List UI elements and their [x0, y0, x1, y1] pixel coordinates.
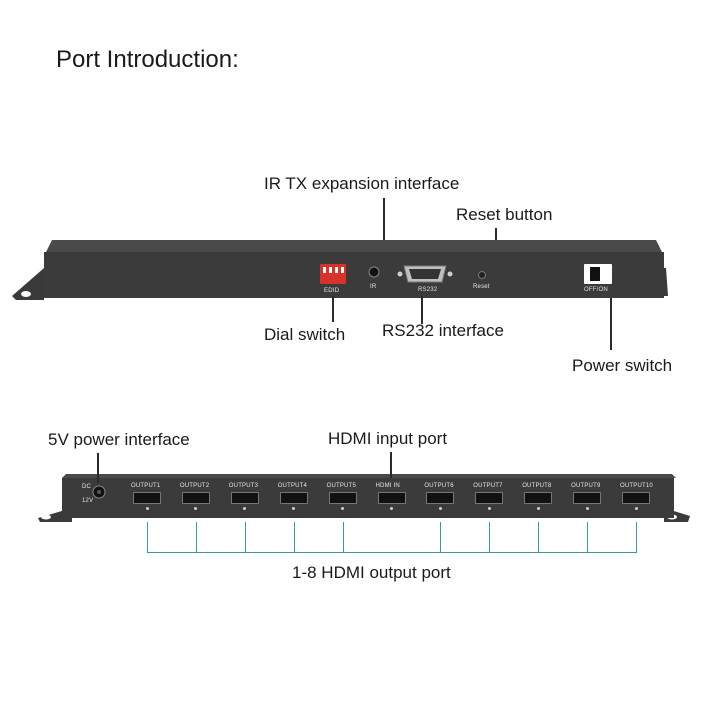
device-top-surface [46, 240, 662, 252]
dc-label: DC [82, 484, 92, 490]
bracket-tick [147, 522, 148, 552]
hdmi-port-icon [622, 492, 650, 504]
left-mounting-ear [12, 268, 44, 300]
reset-button-icon [478, 271, 486, 279]
bracket-tick [489, 522, 490, 552]
hdmi-port-label: OUTPUT1 [131, 483, 161, 489]
dial-switch-pins-icon [323, 267, 344, 273]
hdmi-port-icon [328, 492, 357, 504]
reset-label: Reset [473, 284, 490, 290]
hdmi-port-icon [181, 492, 210, 504]
offon-label: OFF/ON [584, 287, 608, 293]
ir-jack-icon [368, 266, 380, 278]
port-indicator-icon [194, 507, 198, 510]
port-indicator-icon [536, 507, 540, 510]
hdmi-output-callout: 1-8 HDMI output port [292, 563, 451, 582]
bracket-tick [343, 522, 344, 552]
hdmi-port-label: HDMI IN [375, 483, 400, 489]
device-2-front-panel [62, 478, 674, 518]
hdmi-port-label: OUTPUT3 [228, 483, 259, 489]
rs232-callout: RS232 interface [382, 321, 504, 340]
ir-tx-callout: IR TX expansion interface [264, 174, 460, 193]
port-indicator-icon [585, 507, 589, 510]
hdmi-port-label: OUTPUT7 [473, 483, 503, 489]
bracket-baseline [147, 552, 637, 553]
hdmi-port-label: OUTPUT5 [326, 483, 356, 489]
bracket-tick [245, 522, 246, 552]
dial-leader-line [332, 296, 334, 322]
bracket-tick [636, 522, 637, 552]
rs232-leader-line [421, 296, 423, 324]
hdmi-port-label: OUTPUT2 [179, 483, 210, 489]
edid-label: EDID [324, 288, 340, 294]
port-indicator-icon [292, 507, 296, 510]
power-interface-leader-line [97, 453, 99, 483]
dc-voltage-label: 12V [82, 498, 94, 504]
port-indicator-icon [145, 507, 149, 510]
bracket-tick [587, 522, 588, 552]
hdmi-port-label: OUTPUT9 [571, 483, 601, 489]
page-title: Port Introduction: [56, 46, 239, 73]
ir-label: IR [370, 284, 377, 290]
ir-tx-leader-line [383, 198, 385, 240]
reset-leader-line [495, 228, 497, 240]
hdmi-input-callout: HDMI input port [328, 429, 448, 448]
ear-hole-icon [21, 291, 31, 297]
dial-switch-callout: Dial switch [264, 325, 346, 344]
reset-callout: Reset button [456, 205, 553, 224]
port-indicator-icon [634, 507, 638, 510]
hdmi-port-icon [377, 492, 406, 504]
port-indicator-icon [390, 507, 393, 510]
device-front-panel [44, 252, 664, 298]
hdmi-port-icon [230, 492, 259, 504]
bracket-tick [294, 522, 295, 552]
hdmi-port-label: OUTPUT4 [277, 483, 308, 489]
bracket-tick [440, 522, 441, 552]
power-interface-callout: 5V power interface [48, 430, 190, 449]
dial-switch-icon [320, 264, 346, 284]
rs232-label: RS232 [418, 287, 438, 293]
hdmi-port-label: OUTPUT8 [522, 483, 552, 489]
bracket-tick [538, 522, 539, 552]
bracket-tick [196, 522, 197, 552]
port-indicator-icon [487, 507, 491, 510]
hdmi-port-label: OUTPUT6 [424, 483, 454, 489]
hdmi-port-icon [524, 492, 553, 504]
hdmi-input-leader-line [390, 452, 392, 478]
device-2-top-surface [62, 474, 676, 478]
hdmi-port-icon [279, 492, 308, 504]
port-indicator-icon [341, 507, 345, 510]
hdmi-port-icon [573, 492, 602, 504]
port-indicator-icon [243, 507, 247, 510]
power-switch-leader-line [610, 298, 612, 350]
hdmi-port-icon [475, 492, 504, 504]
hdmi-port-label: OUTPUT10 [620, 483, 653, 489]
hdmi-port-icon [133, 492, 161, 504]
power-switch-callout: Power switch [572, 356, 673, 375]
hdmi-port-icon [426, 492, 455, 504]
port-indicator-icon [438, 507, 442, 510]
